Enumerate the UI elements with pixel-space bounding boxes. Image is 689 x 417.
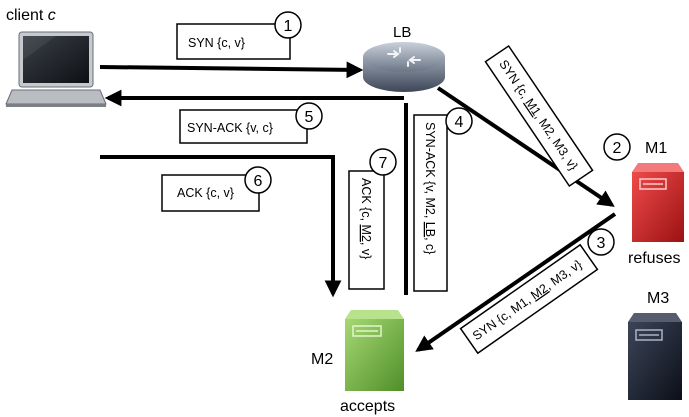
underlined-part: M2 — [359, 225, 373, 242]
server-icon — [345, 310, 404, 391]
load-balancer: LB — [363, 24, 445, 92]
router-icon — [363, 42, 445, 92]
step-badge: 1 — [274, 11, 302, 39]
step-badge: 4 — [445, 107, 473, 135]
message-part: , c} — [423, 237, 437, 254]
message-part: ACK {c, v} — [177, 186, 234, 200]
message-part: SYN-ACK {v, c} — [187, 121, 273, 135]
step-number: 5 — [305, 109, 314, 126]
message-text: ACK {c, v} — [177, 186, 234, 200]
message-part: SYN-ACK {v, M2, — [423, 122, 437, 222]
message-text: SYN {c, v} — [188, 36, 245, 50]
m1-label: M1 — [645, 140, 667, 157]
step-number: 3 — [597, 235, 606, 252]
step-badge: 3 — [587, 228, 615, 256]
m2-label: M2 — [311, 351, 333, 368]
message-box — [459, 243, 599, 355]
message-text: ACK {c, M2, v} — [359, 178, 373, 259]
message-5: SYN-ACK {v, c} 5 — [179, 102, 323, 144]
server-m1: M1 refuses — [628, 140, 684, 267]
server-icon — [628, 313, 682, 400]
laptop-icon — [5, 31, 107, 107]
step-number: 6 — [254, 173, 263, 190]
message-7: ACK {c, M2, v} 7 — [348, 148, 397, 290]
m2-status: accepts — [340, 398, 395, 415]
message-box — [484, 44, 594, 188]
step-number: 2 — [613, 140, 622, 157]
message-box — [179, 109, 308, 144]
arrows — [99, 61, 617, 352]
message-part: ACK {c, — [359, 178, 373, 225]
message-text: SYN-ACK {v, M2, LB, c} — [423, 122, 437, 254]
server-m2: M2 accepts — [311, 310, 404, 415]
step-number: 1 — [284, 18, 293, 35]
server-m3: M3 — [628, 290, 682, 400]
message-4: SYN-ACK {v, M2, LB, c} 4 — [413, 107, 473, 292]
step-badge: 2 — [603, 133, 631, 161]
arrow-syn-client-to-lb — [99, 61, 364, 79]
arrow-ack-client-to-m2 — [100, 155, 342, 298]
message-box — [161, 174, 260, 212]
message-2: SYN {c, M1, M2, M3, v} 2 — [484, 44, 631, 188]
m1-status: refuses — [628, 250, 680, 267]
client-label: client c — [6, 7, 56, 24]
message-1: SYN {c, v} 1 — [176, 11, 302, 60]
message-text: SYN-ACK {v, c} — [187, 121, 273, 135]
server-icon — [632, 163, 684, 242]
message-6: ACK {c, v} 6 — [161, 166, 272, 212]
step-number: 7 — [379, 155, 388, 172]
m3-label: M3 — [647, 290, 669, 307]
lb-label: LB — [393, 24, 411, 41]
client-laptop: client c — [5, 7, 107, 107]
arrow-syn-lb-to-m1 — [436, 86, 615, 207]
underlined-part: LB — [423, 222, 437, 237]
step-number: 4 — [455, 114, 464, 131]
message-box — [348, 170, 385, 290]
message-box — [176, 23, 291, 60]
message-part: , v} — [359, 242, 373, 259]
step-badge: 5 — [295, 102, 323, 130]
message-3: SYN {c, M1, M2, M3, v} 3 — [459, 228, 615, 355]
step-badge: 7 — [369, 148, 397, 176]
step-badge: 6 — [244, 166, 272, 194]
arrow-syn-m1-to-m2 — [415, 212, 617, 352]
message-box — [413, 114, 448, 292]
message-part: SYN {c, v} — [188, 36, 245, 50]
